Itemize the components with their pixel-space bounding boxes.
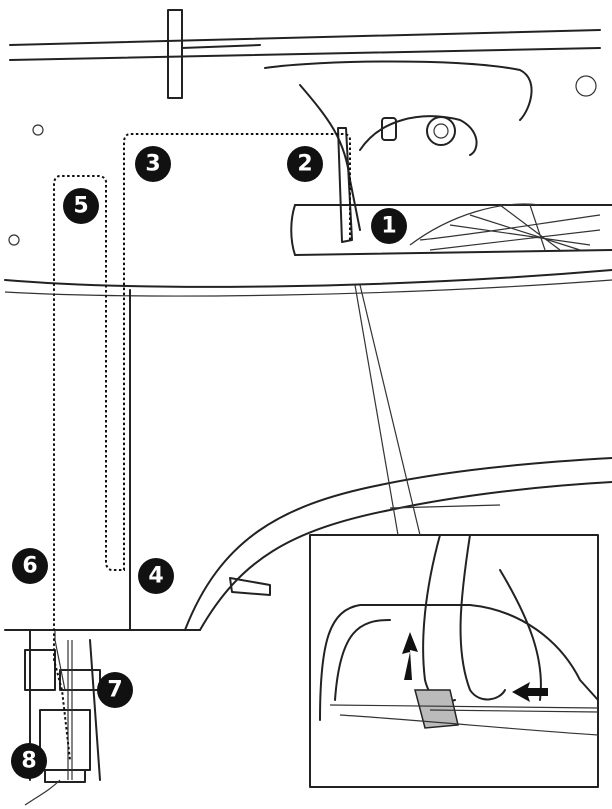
thread-route bbox=[53, 133, 351, 761]
arrow-up-icon bbox=[402, 632, 418, 680]
step-label-8: 8 bbox=[21, 749, 36, 774]
step-marker-2: 2 bbox=[287, 146, 323, 182]
step-label-2: 2 bbox=[297, 152, 312, 177]
step-marker-1: 1 bbox=[371, 208, 407, 244]
thread-guide-highlight bbox=[414, 689, 459, 729]
step-label-3: 3 bbox=[145, 152, 160, 177]
step-marker-5: 5 bbox=[63, 188, 99, 224]
step-label-4: 4 bbox=[148, 564, 163, 589]
detail-inset bbox=[309, 284, 599, 788]
step-label-1: 1 bbox=[381, 214, 396, 239]
step-label-7: 7 bbox=[107, 678, 122, 703]
step-markers: 1 2 3 4 5 6 7 8 bbox=[11, 146, 407, 779]
step-label-5: 5 bbox=[73, 194, 88, 219]
threading-path bbox=[53, 133, 351, 761]
machine-body bbox=[4, 9, 612, 806]
step-marker-6: 6 bbox=[12, 548, 48, 584]
step-marker-8: 8 bbox=[11, 743, 47, 779]
arrow-left-icon bbox=[512, 682, 548, 702]
step-marker-3: 3 bbox=[135, 146, 171, 182]
step-marker-7: 7 bbox=[97, 672, 133, 708]
step-marker-4: 4 bbox=[138, 558, 174, 594]
inset-frame bbox=[309, 534, 599, 788]
step-label-6: 6 bbox=[22, 554, 37, 579]
